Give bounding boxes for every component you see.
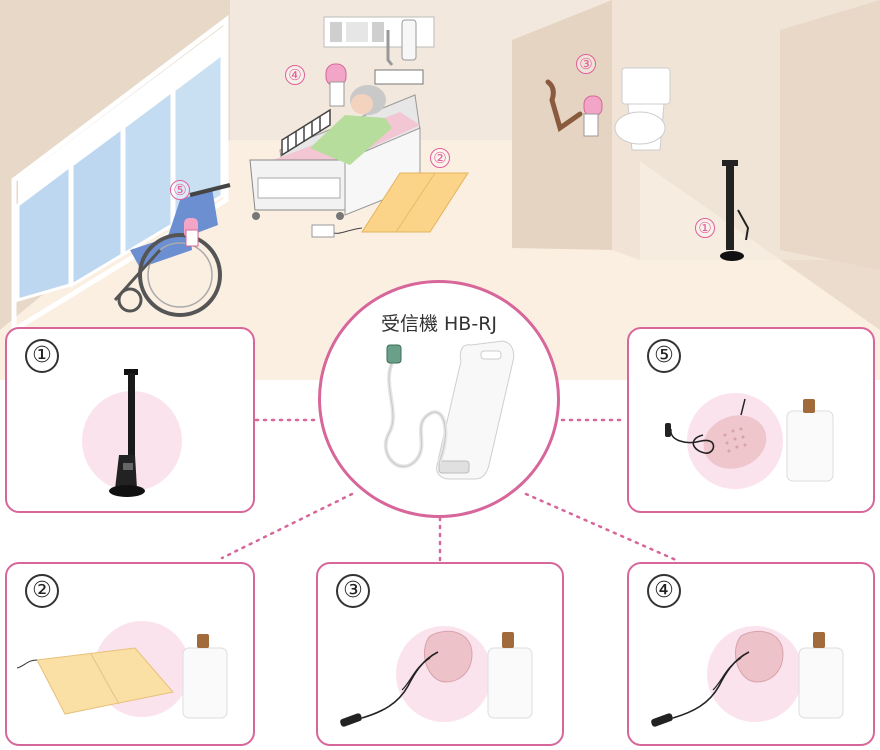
card-1-pole-sensor: ① [5,327,255,513]
scene-marker-5: ⑤ [170,180,190,200]
card-3-toilet-call-sensor: ③ [316,562,564,746]
bed-call-sensor-image [651,626,844,727]
card-number: ① [25,339,59,373]
scene-marker-2: ② [430,148,450,168]
card-number: ④ [647,574,681,608]
bed-call-sensor-in-room [325,63,347,107]
wheelchair [113,183,231,317]
receiver-image [383,340,515,480]
toilet-call-sensor-in-room [583,95,603,137]
pole-in-room [720,160,750,261]
receiver-title: 受信機 HB-RJ [380,313,498,335]
scene-marker-3: ③ [576,54,596,74]
bedhead-panel [323,16,435,66]
card-5-wheelchair-sensor: ⑤ [627,327,875,513]
pole-sensor-image [82,369,182,497]
bed [249,69,424,220]
receiver-circle: 受信機 HB-RJ [318,280,560,518]
card-number: ② [25,574,59,608]
floor-mat [311,172,469,238]
card-4-bed-call-sensor: ④ [627,562,875,746]
card-number: ③ [336,574,370,608]
card-2-floor-mat-sensor: ② [5,562,255,746]
scene-marker-4: ④ [285,65,305,85]
wheelchair-sensor-image [665,393,834,489]
toilet-call-sensor-image [340,626,533,727]
card-number: ⑤ [647,339,681,373]
scene-marker-1: ① [695,218,715,238]
toilet [545,67,671,151]
floor-mat-sensor-image [16,621,228,719]
